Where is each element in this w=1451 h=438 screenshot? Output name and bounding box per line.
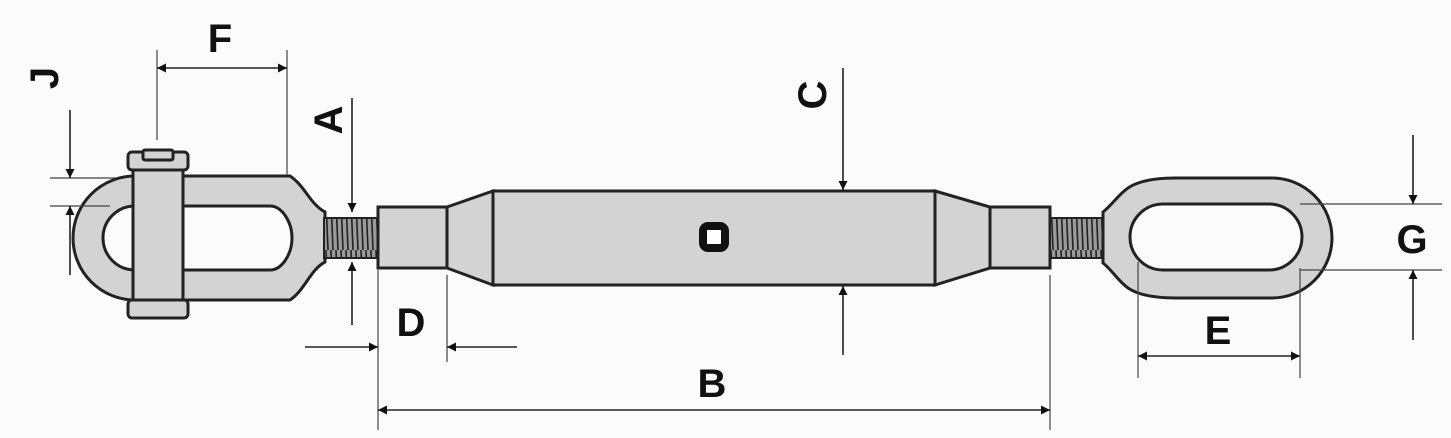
dimension-e: E <box>1137 262 1301 378</box>
label-e: E <box>1205 309 1232 353</box>
label-c: C <box>791 81 835 110</box>
label-a: A <box>307 106 351 135</box>
label-g: G <box>1396 218 1427 262</box>
left-thread <box>323 217 381 259</box>
label-j: J <box>23 67 67 89</box>
dimension-b: B <box>378 275 1051 430</box>
right-thread <box>1049 217 1106 259</box>
dimension-g: G <box>1300 135 1442 340</box>
label-d: D <box>397 301 426 345</box>
label-f: F <box>208 17 232 61</box>
jaw-pin <box>131 158 185 314</box>
dimension-c: C <box>791 68 848 355</box>
jaw-end <box>71 148 327 320</box>
dimension-f: F <box>156 17 288 175</box>
eye-end <box>1101 176 1334 300</box>
dimension-j: J <box>23 67 115 275</box>
turnbuckle-body <box>376 188 1052 288</box>
dimension-d: D <box>305 270 517 430</box>
label-b: B <box>698 362 727 406</box>
dimension-a: A <box>307 98 357 325</box>
